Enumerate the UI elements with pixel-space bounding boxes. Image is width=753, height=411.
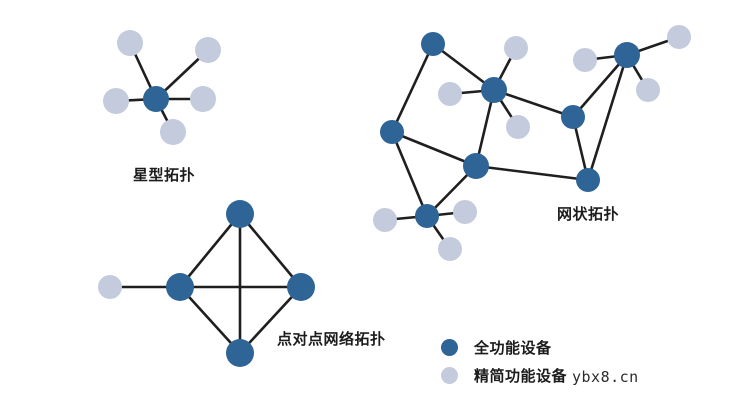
full-function-node-icon <box>441 338 458 356</box>
network-link <box>390 130 478 168</box>
legend-label-full-function: 全功能设备 <box>474 338 552 357</box>
reduced-function-node-icon <box>441 366 458 384</box>
reduced-function-device-node <box>160 119 186 145</box>
full-function-device-node <box>421 32 445 56</box>
full-function-device-node <box>561 105 585 129</box>
reduced-function-device-node <box>573 48 597 72</box>
full-function-device-node <box>287 273 315 301</box>
watermark: ybx8.cn <box>572 368 639 386</box>
full-function-device-node <box>380 120 404 144</box>
reduced-function-device-node <box>667 25 691 49</box>
full-function-device-node <box>481 77 507 103</box>
full-function-device-node <box>576 168 600 192</box>
full-function-device-node <box>463 153 489 179</box>
edges-layer <box>108 35 681 355</box>
legend-label-reduced-function: 精简功能设备 <box>474 366 568 385</box>
network-link <box>571 53 629 119</box>
full-function-device-node <box>226 200 254 228</box>
reduced-function-device-node <box>438 82 462 106</box>
full-function-device-node <box>415 204 439 228</box>
network-link <box>178 285 242 355</box>
reduced-function-device-node <box>103 88 129 114</box>
reduced-function-device-node <box>190 86 216 112</box>
reduced-function-device-node <box>506 115 530 139</box>
full-function-device-node <box>143 86 169 112</box>
network-link <box>586 53 629 182</box>
network-link <box>178 212 242 289</box>
reduced-function-device-node <box>195 37 221 63</box>
network-link <box>390 42 435 134</box>
network-link <box>238 212 303 289</box>
reduced-function-device-node <box>117 30 143 56</box>
network-link <box>492 88 575 119</box>
reduced-function-device-node <box>453 200 477 224</box>
legend: 全功能设备 精简功能设备 <box>441 333 641 389</box>
star-topology-label: 星型拓扑 <box>133 166 196 184</box>
network-link <box>474 164 590 182</box>
network-link <box>474 88 496 168</box>
reduced-function-device-node <box>636 78 660 102</box>
reduced-function-device-node <box>438 237 462 261</box>
reduced-function-device-node <box>373 208 397 232</box>
network-link <box>390 130 429 218</box>
legend-item-reduced-function: 精简功能设备 <box>441 361 641 389</box>
reduced-function-device-node <box>504 36 528 60</box>
full-function-device-node <box>614 42 640 68</box>
full-function-device-node <box>166 273 194 301</box>
reduced-function-device-node <box>98 275 122 299</box>
legend-item-full-function: 全功能设备 <box>441 333 641 361</box>
full-function-device-node <box>226 339 254 367</box>
nodes-layer <box>98 25 691 367</box>
network-link <box>238 285 303 355</box>
mesh-topology-label: 网状拓扑 <box>557 205 620 223</box>
point-to-point-topology-label: 点对点网络拓扑 <box>277 330 386 348</box>
